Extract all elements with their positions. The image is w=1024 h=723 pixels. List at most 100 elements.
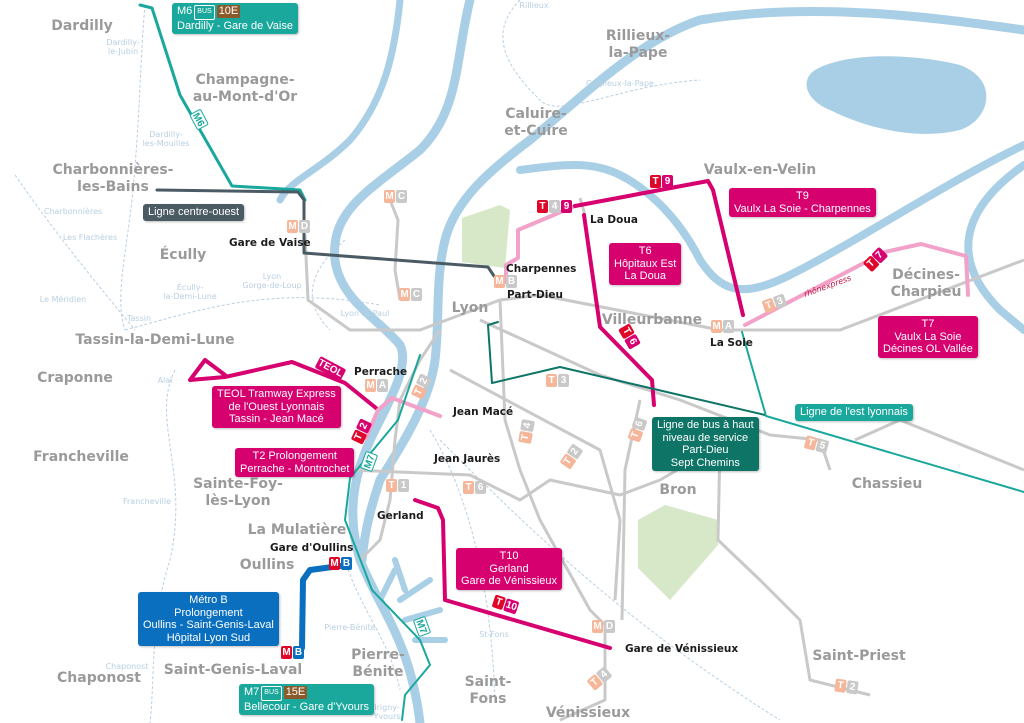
city-label: La Mulatière xyxy=(247,522,347,538)
callout-text: La Doua xyxy=(624,270,666,282)
t10-line xyxy=(413,498,612,650)
callout-text: Bellecour - Gare d'Yvours xyxy=(244,700,369,713)
city-label: Craponne xyxy=(37,370,113,386)
callout-lel[interactable]: Ligne de l'est lyonnais xyxy=(795,404,913,421)
bus-icon: BUS xyxy=(261,686,282,701)
callout-text: Oullins - Saint-Genis-Laval xyxy=(143,619,274,631)
station-label: Charpennes xyxy=(506,263,577,275)
callout-text: Gerland xyxy=(489,562,529,575)
rail-station-label: Dardilly- le-Jubin xyxy=(106,38,140,56)
rail-station-label: Le Méridien xyxy=(39,295,87,304)
city-label: Écully xyxy=(159,247,207,263)
callout-text: T10 xyxy=(499,550,519,562)
station-label: Jean Macé xyxy=(453,406,514,418)
rail-station-label: Lyon Gorge-de-Loup xyxy=(242,272,302,290)
bus-number: 10E xyxy=(216,5,241,18)
t7-line xyxy=(743,242,970,327)
city-label: Vaulx-en-Velin xyxy=(703,162,817,178)
teol-line xyxy=(188,358,378,410)
m7-line xyxy=(344,354,431,721)
callout-text: Gare de Vénissieux xyxy=(461,575,557,587)
callout-text: T6 xyxy=(638,245,652,257)
rail-station-label: Alaï xyxy=(157,376,173,385)
station-label: Perrache xyxy=(354,366,408,378)
station-label: Jean Jaurès xyxy=(434,453,501,465)
rail-station-label: Dardilly- les-Mouilles xyxy=(142,130,190,148)
callout-text: Hôpitaux Est xyxy=(614,257,677,270)
city-label: Vénissieux xyxy=(545,705,631,721)
callout-text: Ligne de bus à haut xyxy=(657,419,754,431)
callout-text: Tassin - Jean Macé xyxy=(229,413,324,425)
lel-line xyxy=(741,331,1024,493)
metro-b-line xyxy=(299,563,343,651)
city-label: Décines- Charpieu xyxy=(890,267,962,300)
t4-ext-line xyxy=(504,204,577,284)
city-label: Chassieu xyxy=(851,476,923,492)
bhns-line xyxy=(487,321,766,416)
t9-line xyxy=(573,179,745,317)
rail-lines xyxy=(14,0,781,723)
station-label: Gare de Vaise xyxy=(229,237,311,249)
rail-station-label: Irigny- Yvours xyxy=(373,703,401,721)
t2-ext-line xyxy=(364,396,442,440)
city-label: Caluire- et-Cuire xyxy=(504,106,568,139)
rail-station-label: Chaponost xyxy=(105,662,149,671)
callout-text: Ligne de l'est lyonnais xyxy=(800,406,908,418)
callout-text: de l'Ouest Lyonnais xyxy=(228,400,325,413)
city-label: Dardilly xyxy=(51,18,113,34)
line-code: M6 xyxy=(177,5,193,17)
city-label: Bron xyxy=(659,482,697,498)
station-label: La Soie xyxy=(710,337,753,349)
rail-station-label: Tassin xyxy=(126,314,152,323)
callout-text: T7 xyxy=(921,318,935,330)
bus-icon: BUS xyxy=(194,5,215,20)
city-label: Charbonnières- les-Bains xyxy=(52,162,174,195)
callout-centre-ouest[interactable]: Ligne centre-ouest xyxy=(143,204,245,221)
rail-station-label: Charbonnières xyxy=(43,207,103,216)
city-label: Lyon xyxy=(451,300,489,316)
rail-station-label: Écully- la-Demi-Lune xyxy=(163,283,217,301)
callout-text: Prolongement xyxy=(174,606,243,619)
city-label: Sainte-Foy- lès-Lyon xyxy=(193,476,283,509)
line-code: M7 xyxy=(244,686,260,698)
station-label: Gare de Vénissieux xyxy=(625,643,739,655)
callout-text: Part-Dieu xyxy=(682,444,729,456)
city-label: Saint-Genis-Laval xyxy=(163,662,303,678)
callout-text: T9 xyxy=(795,190,809,202)
city-label: Saint- Fons xyxy=(464,674,512,707)
rail-station-label: Les Flachères xyxy=(62,233,118,242)
callout-text: Décines OL Vallée xyxy=(883,343,973,355)
rail-station-label: Pierre-Bénite xyxy=(324,623,376,632)
m6-line xyxy=(138,3,307,202)
station-label: Part-Dieu xyxy=(507,289,563,301)
callout-text: niveau de service xyxy=(662,431,749,444)
rhonexpress-logo: rhônexpress xyxy=(802,273,852,299)
city-label: Rillieux- la-Pape xyxy=(605,28,671,61)
callout-text: T2 Prolongement xyxy=(252,450,337,462)
callout-text: Sept Chemins xyxy=(670,456,740,469)
city-label: Champagne- au-Mont-d'Or xyxy=(192,72,298,105)
station-label: La Doua xyxy=(590,214,638,226)
callout-text: Dardilly - Gare de Vaise xyxy=(177,19,293,32)
callout-text: TEOL Tramway Express xyxy=(217,388,336,400)
city-label: Chaponost xyxy=(57,670,141,686)
